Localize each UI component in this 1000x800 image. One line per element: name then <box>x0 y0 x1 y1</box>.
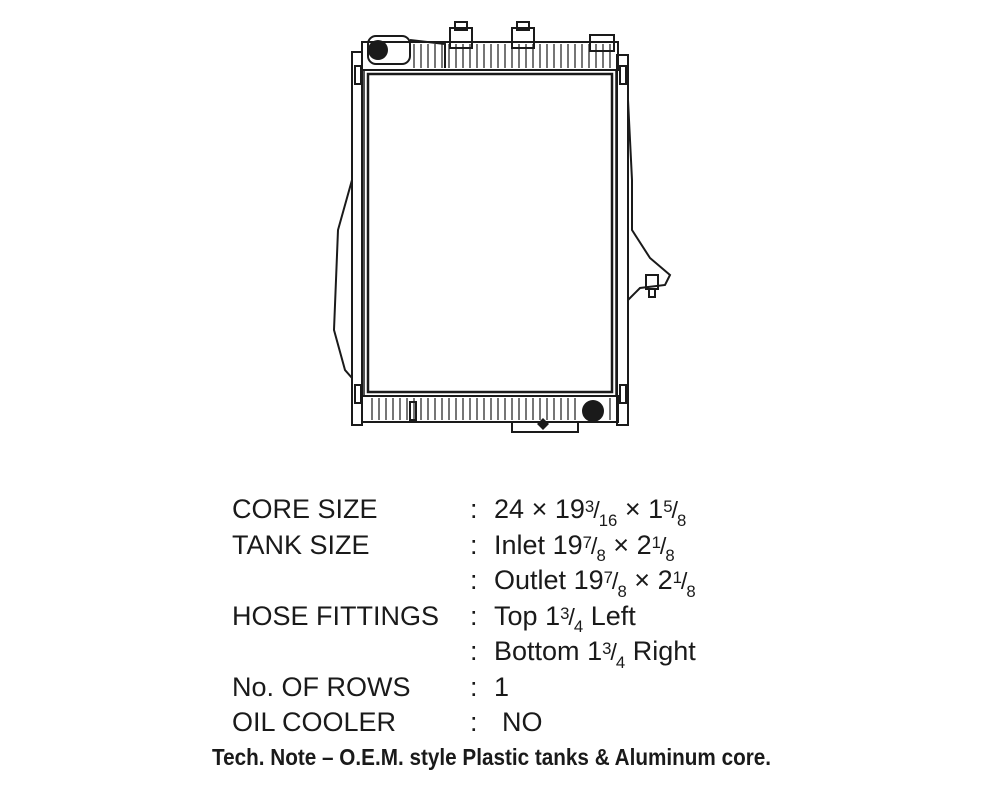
hose-bottom-side: Right <box>632 636 696 666</box>
hose-bottom-whole: 1 <box>587 636 603 666</box>
tank-size-inlet-row: TANK SIZE : Inlet 197/8 × 21/8 <box>232 528 832 564</box>
hose-top-row: HOSE FITTINGS : Top 13/4 Left <box>232 599 832 635</box>
oil-cooler-label: OIL COOLER <box>232 707 397 737</box>
hose-colon: : <box>470 600 478 631</box>
times-sign: × <box>624 494 641 524</box>
tank-size-outlet-row: : Outlet 197/8 × 21/8 <box>232 563 832 599</box>
hose-fittings-label: HOSE FITTINGS <box>232 600 440 631</box>
left-bracket-shroud <box>332 179 353 379</box>
top-tab <box>589 34 615 52</box>
tank-outlet-colon: : <box>470 565 478 595</box>
times-sign: × <box>531 494 548 524</box>
hose-top-prefix: Top <box>494 600 538 631</box>
outlet-length-whole: 19 <box>573 565 604 595</box>
core-size-value: 24 × 193/16 × 15/8 <box>494 492 686 530</box>
drain-plug-icon <box>537 418 549 430</box>
inlet-width-whole: 2 <box>636 529 652 560</box>
hose-bottom-prefix: Bottom <box>494 636 580 666</box>
bottom-hose-outlet <box>582 400 604 422</box>
filler-neck-1 <box>449 27 473 49</box>
core-size-colon: : <box>470 494 478 524</box>
hose-bottom-value: Bottom 13/4 Right <box>494 634 696 672</box>
core-size-thickness-fraction: 5/8 <box>663 497 687 530</box>
drain-bracket <box>511 422 579 433</box>
core-size-thickness-whole: 1 <box>648 494 664 524</box>
outlet-width-whole: 2 <box>657 565 673 595</box>
bottom-tank <box>361 395 619 423</box>
rows-label: No. OF ROWS <box>232 671 411 702</box>
left-bracket <box>351 51 363 426</box>
spec-table: CORE SIZE : 24 × 193/16 × 15/8 TANK SIZE… <box>232 492 832 741</box>
radiator-diagram <box>332 21 672 433</box>
top-tank <box>361 41 619 71</box>
core-size-width-fraction: 3/16 <box>584 497 618 530</box>
core-size-label: CORE SIZE <box>232 494 378 524</box>
inlet-length-fraction: 7/8 <box>582 532 606 566</box>
radiator-core <box>366 72 614 394</box>
rows-value: 1 <box>494 671 510 702</box>
tank-inlet-value: Inlet 197/8 × 21/8 <box>494 528 675 566</box>
core-size-row: CORE SIZE : 24 × 193/16 × 15/8 <box>232 492 832 528</box>
inlet-prefix: Inlet <box>494 529 546 560</box>
outlet-prefix: Outlet <box>494 565 567 595</box>
times-sign: × <box>613 529 630 560</box>
right-bracket-shroud <box>627 99 672 301</box>
hose-top-value: Top 13/4 Left <box>494 599 636 637</box>
hose-top-side: Left <box>590 600 636 631</box>
oil-cooler-row: OIL COOLER : NO <box>232 705 832 741</box>
core-size-length: 24 <box>494 494 525 524</box>
times-sign: × <box>634 565 651 595</box>
hose-bottom-colon: : <box>470 636 478 666</box>
tank-size-label: TANK SIZE <box>232 529 370 560</box>
tank-outlet-value: Outlet 197/8 × 21/8 <box>494 563 696 601</box>
oil-cooler-colon: : <box>470 707 478 737</box>
outlet-length-fraction: 7/8 <box>603 568 627 601</box>
oil-cooler-value: NO <box>502 707 543 737</box>
tank-size-colon: : <box>470 529 478 560</box>
hose-top-fraction: 3/4 <box>560 603 584 637</box>
rows-colon: : <box>470 671 478 702</box>
filler-neck-2 <box>511 27 535 49</box>
top-hose-outlet <box>368 40 388 60</box>
outlet-width-fraction: 1/8 <box>672 568 696 601</box>
hose-top-whole: 1 <box>545 600 561 631</box>
inlet-width-fraction: 1/8 <box>651 532 675 566</box>
hose-bottom-row: : Bottom 13/4 Right <box>232 634 832 670</box>
inlet-length-whole: 19 <box>552 529 583 560</box>
tech-note: Tech. Note – O.E.M. style Plastic tanks … <box>212 744 772 770</box>
hose-bottom-fraction: 3/4 <box>602 639 626 672</box>
right-bracket <box>616 54 629 426</box>
rows-row: No. OF ROWS : 1 <box>232 670 832 706</box>
core-size-width-whole: 19 <box>554 494 585 524</box>
